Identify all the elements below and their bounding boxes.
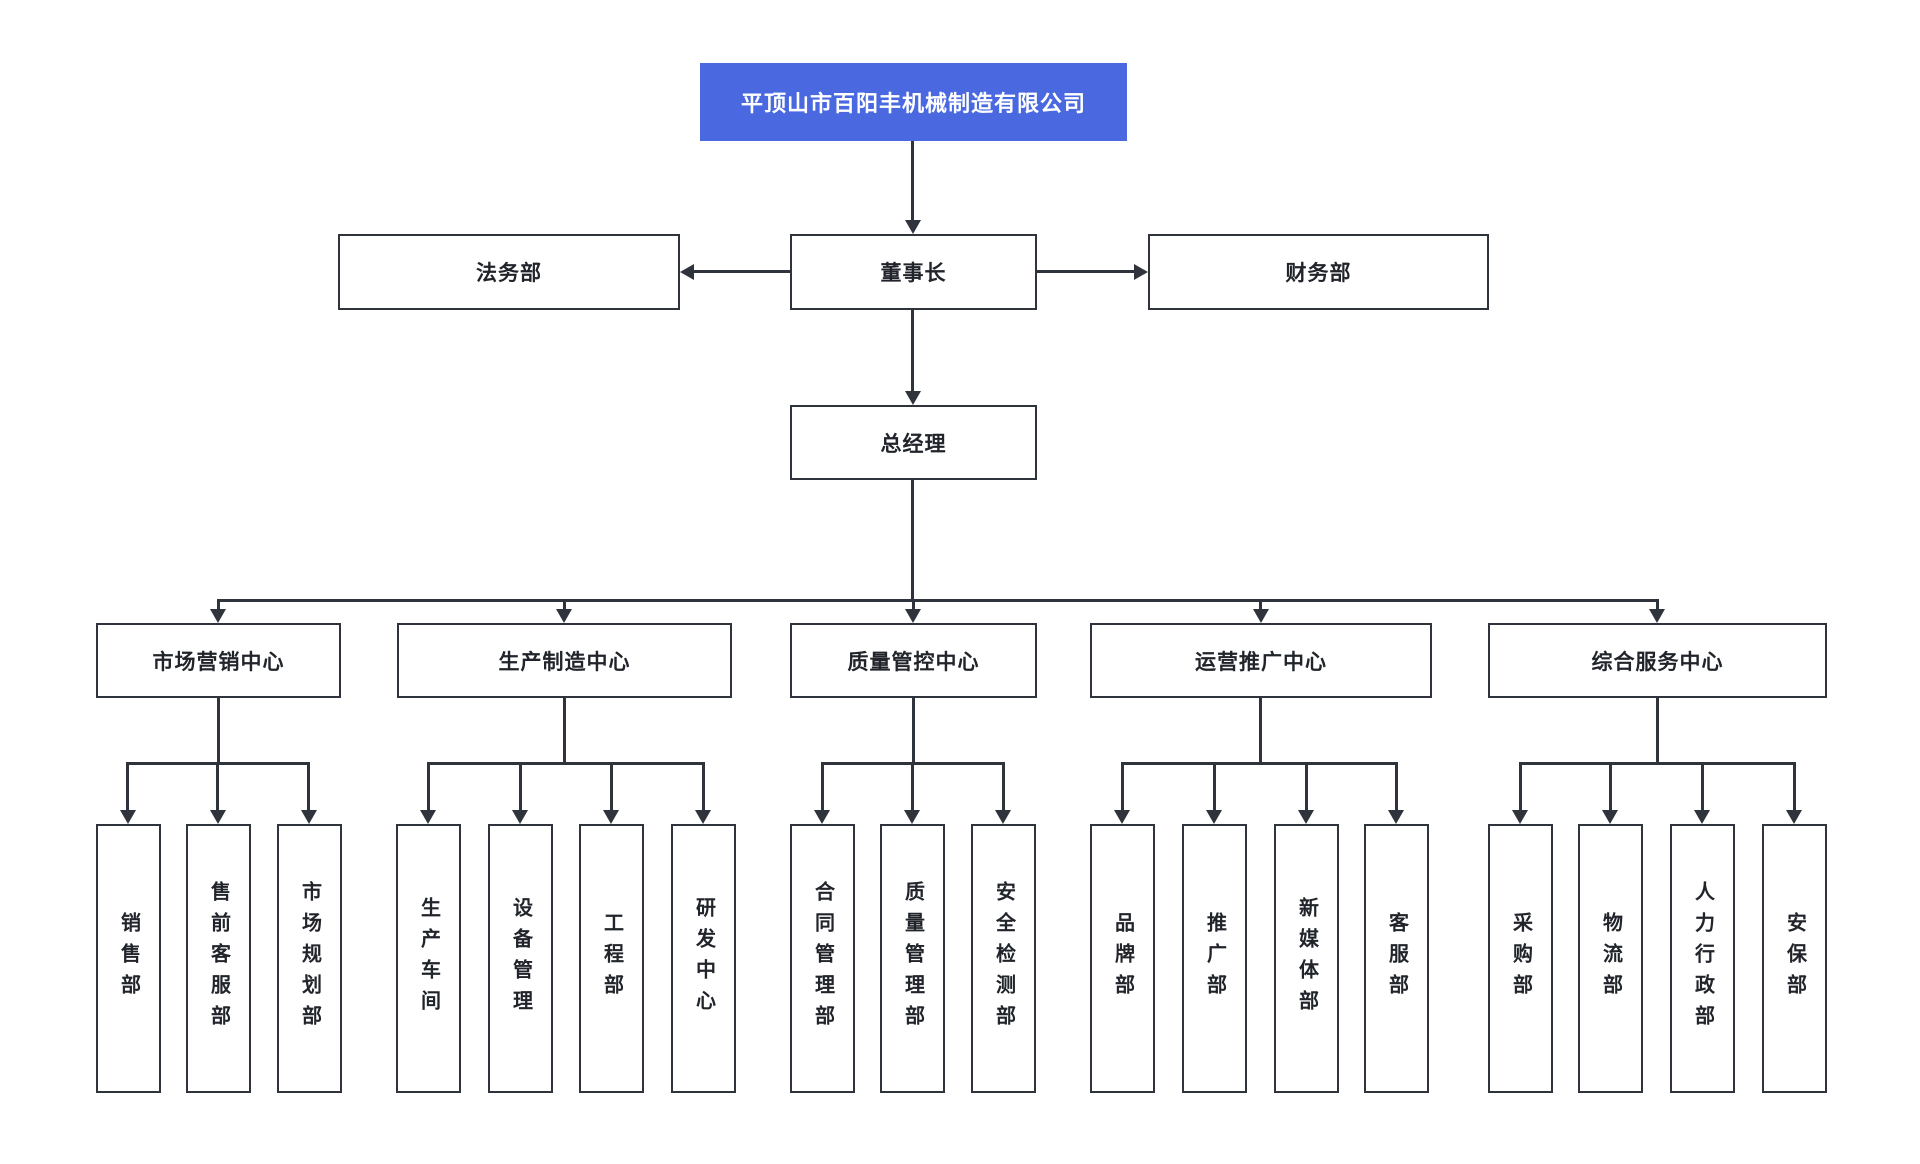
arrow-down-icon [695,810,711,824]
node-dept-procurement: 采购部 [1488,824,1553,1093]
node-chairman: 董事长 [790,234,1037,310]
arrow-down-icon [904,810,920,824]
connector-drop [1213,764,1216,810]
arrow-down-icon [1114,810,1130,824]
node-center-quality: 质量管控中心 [790,623,1037,698]
arrow-down-icon [210,609,226,623]
company-root-node: 平顶山市百阳丰机械制造有限公司 [700,63,1127,141]
connector-parent-stem [912,698,915,764]
connector-drop [1305,764,1308,810]
connector-gm-bus [911,480,914,601]
connector-drop [1609,764,1612,810]
arrow-down-icon [1512,810,1528,824]
connector-drop [216,764,219,810]
connector-chairman-gm [911,310,914,391]
node-dept-new-media: 新媒体部 [1274,824,1339,1093]
node-dept-sales: 销售部 [96,824,161,1093]
connector-sub-bus [427,762,705,765]
node-dept-contract-mgmt: 合同管理部 [790,824,855,1093]
connector-parent-stem [563,698,566,764]
connector-drop [126,764,129,810]
connector-main-bus [217,599,1659,602]
arrow-down-icon [1253,609,1269,623]
arrow-down-icon [603,810,619,824]
connector-drop [821,764,824,810]
arrow-down-icon [556,609,572,623]
node-dept-quality-mgmt: 质量管理部 [880,824,945,1093]
arrow-down-icon [814,810,830,824]
node-dept-rnd-center: 研发中心 [671,824,736,1093]
node-dept-production-workshop: 生产车间 [396,824,461,1093]
connector-sub-bus [1121,762,1398,765]
connector-chairman-legal [694,270,790,273]
arrow-down-icon [1602,810,1618,824]
connector-parent-stem [1259,698,1262,764]
connector-drop [1793,764,1796,810]
arrow-down-icon [905,220,921,234]
connector-drop [519,764,522,810]
node-dept-equipment-mgmt: 设备管理 [488,824,553,1093]
connector-drop [563,600,566,609]
node-dept-hr-admin: 人力行政部 [1670,824,1735,1093]
connector-drop [1259,600,1262,609]
connector-drop [1002,764,1005,810]
node-dept-safety-inspection: 安全检测部 [971,824,1036,1093]
connector-drop [702,764,705,810]
node-center-production: 生产制造中心 [397,623,732,698]
connector-drop [1395,764,1398,810]
node-general-manager: 总经理 [790,405,1037,480]
connector-drop [1121,764,1124,810]
node-dept-logistics: 物流部 [1578,824,1643,1093]
connector-drop [610,764,613,810]
connector-drop [217,600,220,609]
node-legal-dept: 法务部 [338,234,680,310]
arrow-down-icon [301,810,317,824]
arrow-left-icon [680,264,694,280]
connector-sub-bus [1519,762,1796,765]
node-dept-brand: 品牌部 [1090,824,1155,1093]
arrow-down-icon [1694,810,1710,824]
connector-parent-stem [1656,698,1659,764]
arrow-down-icon [210,810,226,824]
connector-sub-bus [126,762,310,765]
arrow-right-icon [1134,264,1148,280]
node-dept-market-planning: 市场规划部 [277,824,342,1093]
connector-drop [1701,764,1704,810]
node-center-marketing: 市场营销中心 [96,623,341,698]
node-dept-customer-service: 客服部 [1364,824,1429,1093]
arrow-down-icon [1786,810,1802,824]
arrow-down-icon [995,810,1011,824]
arrow-down-icon [1388,810,1404,824]
connector-parent-stem [217,698,220,764]
arrow-down-icon [905,609,921,623]
arrow-down-icon [1649,609,1665,623]
node-dept-promotion: 推广部 [1182,824,1247,1093]
arrow-down-icon [512,810,528,824]
connector-drop [912,600,915,609]
connector-drop [911,764,914,810]
connector-drop [307,764,310,810]
node-dept-security: 安保部 [1762,824,1827,1093]
node-finance-dept: 财务部 [1148,234,1489,310]
arrow-down-icon [1298,810,1314,824]
connector-sub-bus [821,762,1005,765]
arrow-down-icon [120,810,136,824]
node-dept-engineering: 工程部 [579,824,644,1093]
node-center-operations: 运营推广中心 [1090,623,1432,698]
arrow-down-icon [905,391,921,405]
connector-drop [1519,764,1522,810]
arrow-down-icon [420,810,436,824]
connector-drop [427,764,430,810]
connector-chairman-finance [1037,270,1134,273]
connector-root-chairman [911,141,914,221]
node-center-services: 综合服务中心 [1488,623,1827,698]
arrow-down-icon [1206,810,1222,824]
connector-drop [1656,600,1659,609]
node-dept-presales-service: 售前客服部 [186,824,251,1093]
